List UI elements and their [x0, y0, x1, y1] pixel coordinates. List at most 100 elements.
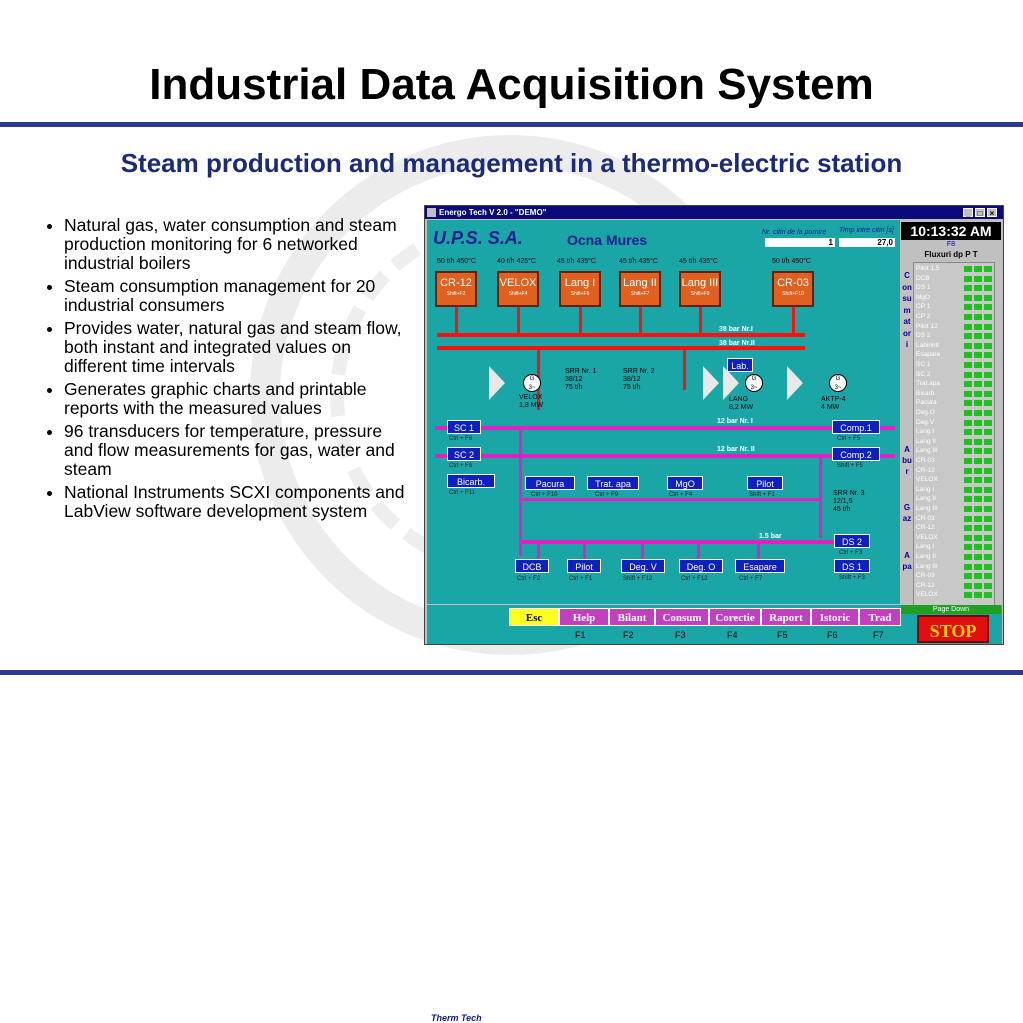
ds1-button[interactable]: DS 1 [834, 559, 870, 573]
turbine-velox [489, 366, 505, 400]
status-indicator [974, 544, 982, 551]
close-icon[interactable]: × [987, 208, 997, 218]
flux-item-label: CR-03 [916, 457, 935, 464]
flux-item-label: Lang I [916, 428, 935, 436]
vertical-label-abur: Abur [902, 445, 912, 476]
mgo-button[interactable]: MgO [667, 476, 703, 490]
steam-drop [757, 544, 760, 559]
status-indicator [964, 534, 972, 541]
deg-o-button[interactable]: Deg. O [679, 559, 723, 573]
steam-drop [697, 544, 700, 559]
status-indicator [964, 323, 972, 330]
flux-list-item: MgO [916, 294, 994, 302]
flux-list-item: Pacura [916, 399, 994, 407]
page-down-button[interactable]: Page Down [901, 605, 1001, 614]
istoric-key[interactable]: Istoric [811, 608, 859, 626]
esapare-button[interactable]: Esapare [735, 559, 785, 573]
lab-button[interactable]: Lab. [727, 358, 753, 372]
flux-item-label: VELOX [916, 476, 938, 484]
trad-key[interactable]: Trad [859, 608, 901, 626]
pilot-12-button[interactable]: Pilot [747, 476, 783, 490]
status-indicator [964, 563, 972, 570]
steam-riser [579, 307, 582, 333]
fkey-hint: F4 [727, 630, 738, 640]
corectie-key[interactable]: Corectie [709, 608, 761, 626]
flux-item-label: Lang II [916, 495, 936, 503]
status-indicator [984, 314, 992, 320]
esc-key[interactable]: Esc [509, 608, 559, 626]
bilant-key[interactable]: Bilant [609, 608, 655, 626]
vertical-label-gaz: Gaz [902, 503, 912, 523]
vertical-label-consumatori: Consumatori [902, 271, 912, 349]
button-shortcut: Ctrl + F11 [449, 490, 476, 496]
flux-list-item: CR-12 [916, 524, 994, 532]
button-shortcut: Ctrl + F5 [837, 436, 861, 442]
window-titlebar[interactable]: Energo Tech V 2.0 - "DEMO" _ □ × [425, 206, 1003, 219]
status-indicator [984, 515, 992, 522]
fkey-hint: F1 [575, 630, 586, 640]
status-indicator [964, 429, 972, 436]
comp1-button[interactable]: Comp.1 [832, 420, 880, 434]
flux-list-item: CR-03 [916, 457, 994, 465]
status-indicator [964, 314, 972, 320]
bullet-item: National Instruments SCXI components and… [64, 483, 414, 521]
maximize-icon[interactable]: □ [975, 208, 985, 218]
counter-interval-value: 27,0 [839, 238, 895, 247]
counter-interval-label: Timp intre citiri [s] [839, 227, 894, 234]
help-key[interactable]: Help [559, 608, 609, 626]
flux-item-label: Pilot 1,5 [916, 265, 940, 272]
status-indicator [974, 285, 982, 292]
status-indicator [964, 438, 972, 445]
status-indicator [984, 438, 992, 445]
minimize-icon[interactable]: _ [963, 208, 973, 218]
ds2-button[interactable]: DS 2 [834, 534, 870, 548]
status-indicator [974, 275, 982, 282]
sc2-button[interactable]: SC 2 [447, 447, 481, 461]
fkey-hint: F6 [827, 630, 838, 640]
flux-item-label: DS 2 [916, 332, 931, 340]
status-indicator [974, 438, 982, 445]
status-indicator [974, 410, 982, 416]
bicarb-button[interactable]: Bicarb. [447, 474, 495, 488]
dcb-button[interactable]: DCB [515, 559, 549, 573]
status-indicator [984, 506, 992, 512]
bullet-item: Provides water, natural gas and steam fl… [64, 319, 414, 376]
pilot-15-button[interactable]: Pilot [567, 559, 601, 573]
raport-key[interactable]: Raport [761, 608, 811, 626]
status-indicator [974, 390, 982, 397]
flux-item-label: SC 2 [916, 370, 931, 378]
flux-list-item: Lang I [916, 486, 994, 494]
status-indicator [974, 400, 982, 407]
status-indicator [964, 333, 972, 340]
button-shortcut: Ctrl + F12 [681, 576, 708, 582]
counter-readings-value: 1 [765, 238, 835, 247]
consum-key[interactable]: Consum [655, 608, 709, 626]
process-diagram: U.P.S. S.A. Ocna Mures Nr. citiri de la … [427, 220, 900, 604]
comp2-button[interactable]: Comp.2 [832, 447, 880, 461]
company-location: Ocna Mures [567, 232, 648, 248]
status-indicator [984, 410, 992, 416]
flux-list-item: CR-12 [916, 467, 994, 475]
steam-riser [792, 307, 795, 333]
pipe-label: 38 bar Nr.II [719, 340, 755, 347]
stop-button[interactable]: STOP [917, 615, 989, 643]
status-indicator [984, 573, 992, 580]
sc1-button[interactable]: SC 1 [447, 420, 481, 434]
status-indicator [984, 419, 992, 426]
status-indicator [974, 294, 982, 301]
trat-apa-button[interactable]: Trat. apa [587, 476, 639, 490]
pacura-button[interactable]: Pacura [525, 476, 575, 490]
button-shortcut: Ctrl + F6 [449, 436, 473, 442]
status-indicator [964, 448, 972, 455]
deg-v-button[interactable]: Deg. V [621, 559, 665, 573]
status-indicator [984, 304, 992, 311]
bullet-item: Generates graphic charts and printable r… [64, 380, 414, 418]
